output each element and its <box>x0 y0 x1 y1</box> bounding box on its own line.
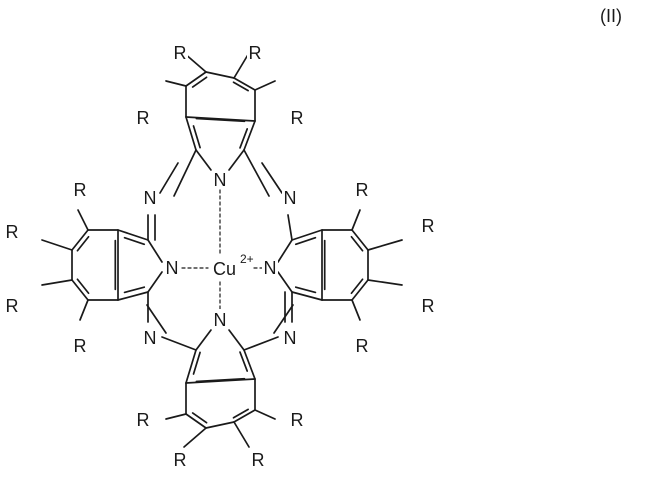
bond-line <box>288 215 292 240</box>
bond-line <box>278 272 292 292</box>
bond-line <box>351 279 362 293</box>
nitrogen-label: N <box>214 310 227 330</box>
substituent-label: R <box>422 216 435 236</box>
nitrogen-label: N <box>214 170 227 190</box>
nitrogen-label: N <box>144 328 157 348</box>
substituent-label: R <box>356 180 369 200</box>
bond-line <box>244 350 255 379</box>
nitrogen-label: N <box>284 188 297 208</box>
bond-line <box>255 410 275 419</box>
bond-line <box>206 72 234 78</box>
substituent-label: R <box>6 222 19 242</box>
bond-line <box>351 237 362 251</box>
bond-line <box>244 121 255 150</box>
bond-line <box>80 300 88 320</box>
nitrogen-label: N <box>166 258 179 278</box>
bond-line <box>193 413 207 423</box>
substituent-label: R <box>249 43 262 63</box>
bond-line <box>292 292 322 300</box>
substituent-label: R <box>74 180 87 200</box>
bond-line <box>125 287 145 292</box>
substituent-label: R <box>422 296 435 316</box>
bond-line <box>166 81 186 86</box>
substituent-label: R <box>174 450 187 470</box>
bond-line <box>174 150 196 196</box>
bond-line <box>118 230 148 240</box>
bond-line <box>234 53 249 78</box>
substituent-label: R <box>6 296 19 316</box>
bond-line <box>229 330 244 350</box>
bond-line <box>184 428 206 447</box>
bond-line <box>234 82 249 90</box>
bond-line <box>196 330 211 350</box>
bond-line <box>255 81 275 90</box>
bond-line <box>148 272 162 292</box>
bond-line <box>368 280 402 285</box>
substituent-label: R <box>252 450 265 470</box>
metal-center: Cu 2+ <box>213 252 254 279</box>
bond-line <box>160 163 178 193</box>
bond-line <box>42 280 72 285</box>
bond-line <box>278 240 292 262</box>
bond-line <box>193 77 207 87</box>
bond-lines <box>42 53 402 447</box>
metal-symbol: Cu <box>213 259 236 279</box>
nitrogen-label: N <box>144 188 157 208</box>
bond-line <box>296 287 316 292</box>
coordination-bonds <box>182 190 262 310</box>
substituent-label: R <box>74 336 87 356</box>
substituent-label: R <box>356 336 369 356</box>
bond-line <box>244 337 278 350</box>
atom-labels: N R R R R N R R R R N N N R R R R N N N R R R R <box>4 42 436 470</box>
bond-line <box>162 337 196 350</box>
nitrogen-label: N <box>284 328 297 348</box>
bond-line <box>368 240 402 250</box>
substituent-label: R <box>291 410 304 430</box>
bond-line <box>234 409 249 417</box>
substituent-label: R <box>291 108 304 128</box>
bond-line <box>166 414 186 419</box>
bond-line <box>77 237 88 251</box>
bond-line <box>77 279 88 293</box>
bond-line <box>42 240 72 250</box>
substituent-label: R <box>137 410 150 430</box>
substituent-label: R <box>137 108 150 128</box>
bond-line <box>196 150 211 170</box>
bond-line <box>118 292 148 300</box>
bond-line <box>206 422 234 428</box>
bond-line <box>229 150 244 170</box>
bond-line <box>292 230 322 240</box>
bond-line <box>352 300 360 320</box>
bond-line <box>186 350 196 383</box>
nitrogen-label: N <box>264 258 277 278</box>
substituent-label: R <box>174 43 187 63</box>
bond-line <box>352 210 360 230</box>
bond-line <box>234 422 249 447</box>
metal-charge: 2+ <box>240 252 254 266</box>
bond-line <box>78 210 88 230</box>
formula-number: (II) <box>600 6 622 26</box>
bond-line <box>244 150 269 196</box>
bond-line <box>186 117 196 150</box>
bond-line <box>125 238 145 245</box>
bond-line <box>148 240 162 262</box>
bond-line <box>296 238 316 245</box>
